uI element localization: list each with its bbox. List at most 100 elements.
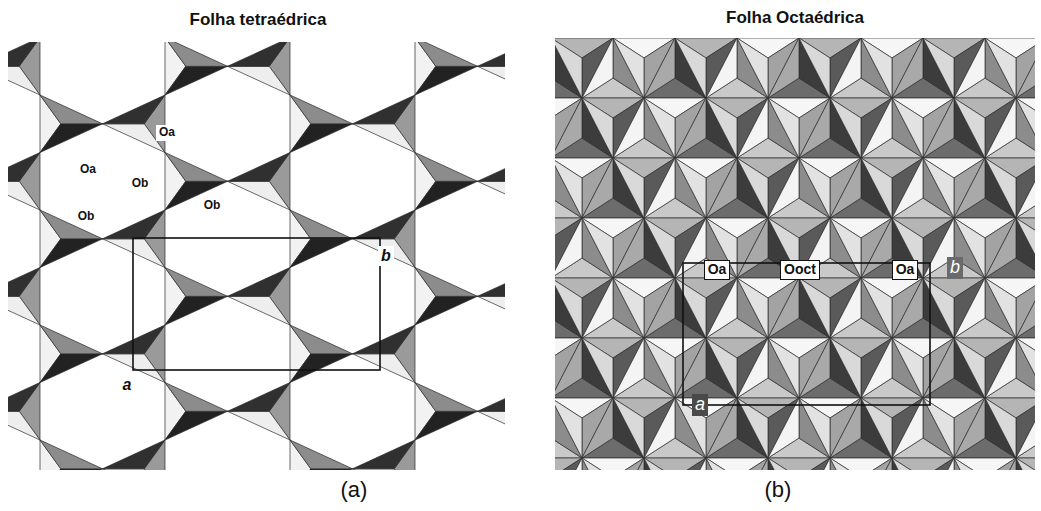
polyhedron-face bbox=[613, 458, 644, 470]
polyhedron-face bbox=[923, 278, 954, 338]
polyhedron-face bbox=[40, 325, 103, 354]
polyhedron-face bbox=[40, 95, 103, 124]
polyhedron-face bbox=[644, 398, 675, 458]
polyhedron-face bbox=[768, 458, 799, 470]
polyhedron-face bbox=[644, 38, 675, 98]
polyhedron-face bbox=[582, 458, 613, 470]
panel-title: Folha tetraédrica bbox=[190, 11, 327, 30]
polyhedron-face bbox=[290, 325, 353, 354]
polyhedron-face bbox=[582, 338, 613, 398]
polyhedron-face bbox=[830, 398, 861, 458]
polyhedron-face bbox=[923, 458, 954, 470]
polyhedron-face bbox=[1016, 98, 1035, 158]
polyhedron-face bbox=[228, 296, 291, 325]
polyhedron-face bbox=[675, 38, 706, 98]
polyhedron-face bbox=[478, 411, 506, 440]
polyhedron-face bbox=[985, 458, 1016, 470]
oxygen-label: Oa bbox=[704, 260, 731, 279]
polyhedron-face bbox=[737, 218, 768, 278]
polyhedron-face bbox=[706, 398, 737, 458]
polyhedron-face bbox=[228, 181, 291, 210]
polyhedron-face bbox=[290, 354, 353, 383]
polyhedron-face bbox=[40, 210, 103, 239]
polyhedron-face bbox=[954, 278, 985, 338]
polyhedron-face bbox=[830, 98, 861, 158]
polyhedron-face bbox=[985, 38, 1016, 98]
polyhedron-face bbox=[923, 398, 954, 458]
polyhedron-face bbox=[768, 398, 799, 458]
polyhedron-face bbox=[165, 411, 228, 440]
polyhedron-face bbox=[830, 278, 861, 338]
polyhedron-face bbox=[830, 38, 861, 98]
polyhedron-face bbox=[799, 338, 830, 398]
polyhedron-face bbox=[706, 98, 737, 158]
polyhedron-face bbox=[228, 383, 291, 412]
polyhedron-face bbox=[8, 42, 40, 66]
polyhedron-face bbox=[737, 458, 768, 470]
polyhedron-face bbox=[768, 98, 799, 158]
polyhedron-face bbox=[954, 158, 985, 218]
polyhedron-face bbox=[954, 98, 985, 158]
polyhedron-face bbox=[165, 296, 228, 325]
polyhedron-face bbox=[613, 458, 644, 470]
polyhedron-face bbox=[799, 38, 830, 98]
polyhedron-face bbox=[555, 338, 582, 398]
polyhedron-face bbox=[985, 98, 1016, 158]
polyhedron-face bbox=[8, 383, 40, 412]
oxygen-label: Oa bbox=[77, 162, 99, 177]
polyhedron-face bbox=[892, 158, 923, 218]
polyhedron-face bbox=[555, 158, 582, 218]
polyhedron-face bbox=[861, 278, 892, 338]
polyhedron-face bbox=[353, 354, 416, 383]
polyhedron-face bbox=[478, 66, 506, 95]
polyhedron-face bbox=[675, 278, 706, 338]
polyhedron-face bbox=[861, 458, 892, 470]
polyhedron-face bbox=[1016, 158, 1035, 218]
polyhedron-face bbox=[768, 338, 799, 398]
polyhedron-face bbox=[290, 239, 353, 268]
polyhedron-face bbox=[985, 158, 1016, 218]
polyhedron-face bbox=[954, 338, 985, 398]
polyhedron-face bbox=[861, 458, 892, 470]
oxygen-label: Ob bbox=[201, 198, 224, 213]
polyhedron-face bbox=[892, 38, 923, 98]
polyhedron-face bbox=[613, 158, 644, 218]
oxygen-label: Ob bbox=[75, 209, 98, 224]
polyhedron-face bbox=[923, 38, 954, 98]
polyhedron-face bbox=[830, 458, 861, 470]
polyhedron-face bbox=[706, 338, 737, 398]
polyhedron-face bbox=[228, 268, 291, 297]
polyhedron-face bbox=[228, 411, 291, 440]
polyhedron-face bbox=[613, 398, 644, 458]
axis-label: b bbox=[947, 257, 963, 279]
polyhedron-face bbox=[582, 158, 613, 218]
polyhedron-face bbox=[8, 296, 40, 325]
polyhedron-face bbox=[290, 124, 353, 153]
polyhedron-face bbox=[555, 458, 582, 470]
polyhedron-face bbox=[644, 218, 675, 278]
polyhedron-face bbox=[40, 440, 103, 469]
polyhedron-face bbox=[165, 153, 228, 182]
polyhedron-face bbox=[892, 458, 923, 470]
polyhedron-face bbox=[103, 440, 166, 469]
polyhedron-face bbox=[415, 296, 478, 325]
polyhedron-face bbox=[768, 278, 799, 338]
polyhedron-face bbox=[8, 268, 40, 297]
polyhedron-face bbox=[1016, 218, 1035, 278]
panel-caption: (b) bbox=[765, 478, 792, 502]
polyhedron-face bbox=[415, 383, 478, 412]
polyhedron-face bbox=[799, 98, 830, 158]
polyhedron-face bbox=[985, 458, 1016, 470]
polyhedron-face bbox=[985, 338, 1016, 398]
polyhedron-face bbox=[1016, 338, 1035, 398]
polyhedron-face bbox=[799, 278, 830, 338]
polyhedron-face bbox=[613, 278, 644, 338]
polyhedron-face bbox=[737, 398, 768, 458]
unit-cell bbox=[133, 238, 380, 370]
polyhedron-face bbox=[165, 268, 228, 297]
polyhedron-face bbox=[415, 66, 478, 95]
polyhedron-face bbox=[923, 98, 954, 158]
polyhedron-face bbox=[613, 38, 644, 98]
polyhedron-face bbox=[8, 66, 40, 95]
